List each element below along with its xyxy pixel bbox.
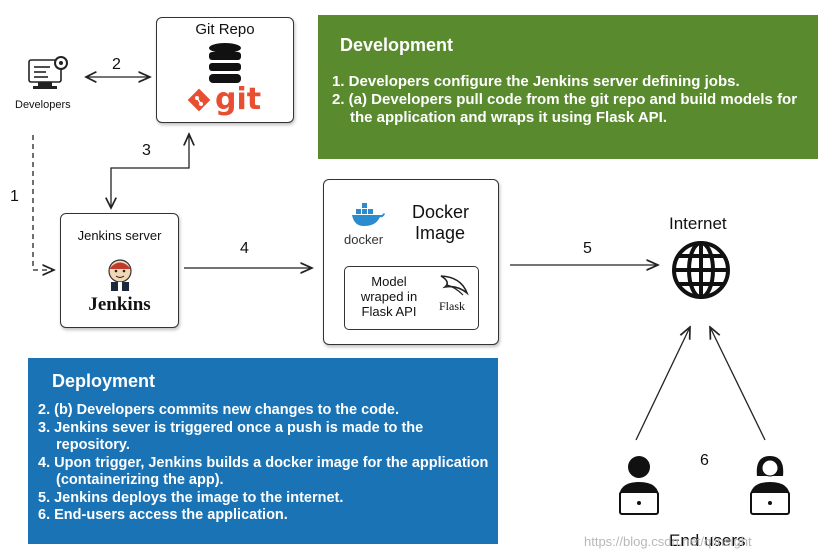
jenkins-logo-text: Jenkins	[88, 294, 151, 315]
end-users-label: End users	[669, 531, 746, 550]
docker-whale-icon	[350, 202, 386, 233]
step-4: 4	[240, 240, 249, 257]
development-title: Development	[340, 35, 454, 55]
git-repo-box: Git Repo git	[156, 17, 294, 123]
deployment-panel: Deployment 2. (b) Developers commits new…	[28, 358, 498, 544]
arrow-1	[32, 135, 54, 270]
arrow-6-right	[710, 327, 766, 441]
model-line2: wraped in	[360, 289, 418, 304]
flask-horn-icon	[437, 273, 471, 304]
docker-title-line1: Docker	[412, 202, 470, 222]
developer-computer-icon	[26, 54, 72, 101]
docker-title-line2: Image	[414, 223, 466, 243]
step-1: 1	[10, 188, 19, 205]
jenkins-server-box: Jenkins server Jenkins	[60, 213, 179, 328]
docker-logo-text: docker	[344, 232, 384, 247]
model-line1: Model	[371, 274, 407, 289]
model-text: Model wraped in Flask API	[351, 274, 427, 319]
deployment-title: Deployment	[52, 371, 156, 391]
arrow-3	[111, 134, 189, 208]
flask-logo-text: Flask	[439, 299, 466, 313]
deployment-item: 6. End-users access the application.	[38, 507, 288, 523]
step-5: 5	[583, 240, 592, 257]
git-logo-text: git	[215, 82, 262, 117]
developers-label: Developers	[15, 99, 71, 111]
deployment-item: 5. Jenkins deploys the image to the inte…	[38, 489, 344, 506]
git-repo-title: Git Repo	[195, 21, 255, 38]
jenkins-butler-icon	[105, 258, 135, 297]
development-item: 1. Developers configure the Jenkins serv…	[332, 73, 740, 90]
step-3: 3	[142, 142, 151, 159]
deployment-item: 2. (b) Developers commits new changes to…	[38, 402, 399, 418]
deployment-item: 3. Jenkins sever is triggered once a pus…	[38, 419, 424, 454]
step-2: 2	[112, 56, 121, 73]
jenkins-title: Jenkins server	[77, 228, 162, 243]
docker-image-box: docker Docker Image Model wraped in Flas…	[323, 179, 499, 345]
git-logo-icon	[187, 88, 211, 117]
database-icon	[205, 42, 245, 89]
step-6: 6	[700, 452, 709, 469]
deployment-item: 4. Upon trigger, Jenkins builds a docker…	[38, 454, 489, 489]
development-panel: Development 1. Developers configure the …	[318, 15, 818, 159]
model-box: Model wraped in Flask API Flask	[344, 266, 479, 330]
globe-icon	[671, 240, 731, 305]
internet-label: Internet	[669, 214, 727, 233]
development-item: 2. (a) Developers pull code from the git…	[332, 91, 798, 126]
development-list: 1. Developers configure the Jenkins serv…	[332, 73, 810, 127]
arrow-6-left	[635, 327, 690, 441]
model-line3: Flask API	[361, 304, 417, 319]
watermark: https://blog.csdn.net/qiinsight	[584, 534, 752, 549]
user-male-icon	[614, 454, 664, 523]
user-female-icon	[745, 454, 795, 523]
deployment-list: 2. (b) Developers commits new changes to…	[38, 402, 493, 525]
docker-image-title: Docker Image	[412, 202, 470, 244]
